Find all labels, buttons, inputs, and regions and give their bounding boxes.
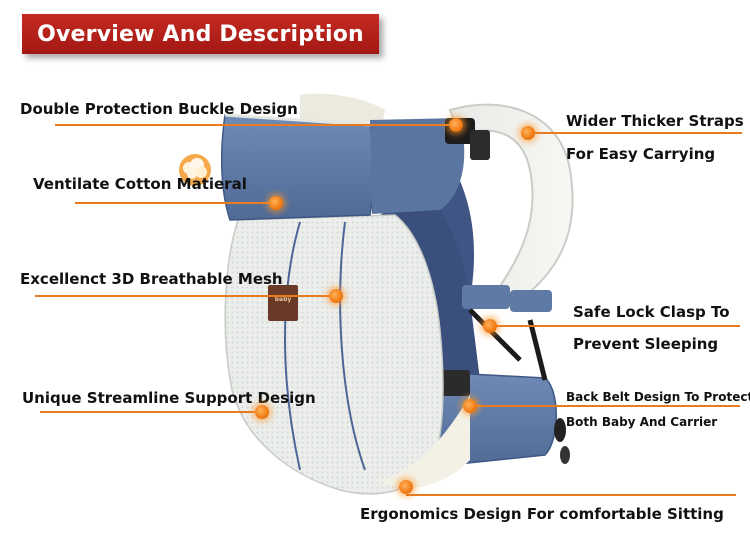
- callout-belt-line2: Both Baby And Carrier: [566, 415, 718, 429]
- callout-cotton: Ventilate Cotton Matieral: [33, 175, 247, 193]
- callout-clasp-line2: Prevent Sleeping: [573, 335, 719, 353]
- callout-belt-line1: Back Belt Design To Protect: [566, 390, 750, 404]
- banner-title: Overview And Description: [37, 21, 364, 47]
- callout-straps-dot: [521, 126, 535, 140]
- callout-buckle-dot: [449, 118, 463, 132]
- overview-banner: Overview And Description: [22, 14, 379, 54]
- callout-belt-dot: [463, 399, 477, 413]
- callout-clasp-dot: [483, 319, 497, 333]
- callout-belt-line: [470, 405, 740, 407]
- callout-clasp-line1: Safe Lock Clasp To: [573, 303, 730, 321]
- callout-buckle: Double Protection Buckle Design: [20, 100, 298, 118]
- cotton-ball-icon: [179, 154, 211, 186]
- callout-buckle-line: [55, 124, 455, 126]
- callout-ergonomics-line: [406, 494, 736, 496]
- callout-cotton-line: [75, 202, 275, 204]
- callout-ergonomics: Ergonomics Design For comfortable Sittin…: [360, 505, 724, 523]
- callout-straps-line2: For Easy Carrying: [566, 145, 716, 163]
- callout-ergonomics-dot: [399, 480, 413, 494]
- callout-mesh: Excellenct 3D Breathable Mesh: [20, 270, 283, 288]
- inner-seat: [380, 395, 470, 489]
- callout-streamline: Unique Streamline Support Design: [22, 389, 316, 407]
- callout-mesh-line: [35, 295, 335, 297]
- callout-streamline-dot: [255, 405, 269, 419]
- brand-tag: [268, 285, 298, 321]
- headrest-blue: [221, 114, 375, 221]
- callout-cotton-dot: [269, 196, 283, 210]
- callout-straps-line1: Wider Thicker Straps: [566, 112, 744, 130]
- callout-mesh-dot: [329, 289, 343, 303]
- mesh-body: [224, 214, 444, 495]
- callout-clasp-line: [490, 325, 740, 327]
- brand-tag-text: baby: [274, 296, 292, 303]
- callout-streamline-line: [40, 411, 255, 413]
- callout-straps-line: [530, 132, 742, 134]
